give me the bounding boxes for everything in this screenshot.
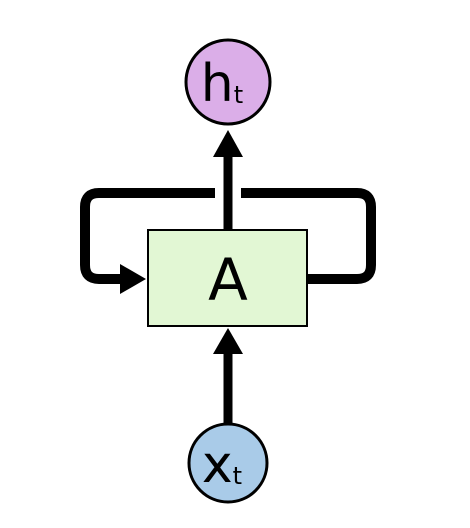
output-label-main: h: [201, 54, 234, 114]
output-arrow: [213, 130, 243, 229]
loop-arrowhead: [120, 264, 146, 294]
input-arrow: [213, 328, 243, 425]
cell-a: A: [147, 229, 308, 327]
loop-left-segment: [80, 188, 215, 284]
output-circle: [184, 38, 272, 126]
output-label: ht: [201, 54, 243, 114]
loop-right-segment: [241, 188, 376, 284]
output-arrowhead: [213, 130, 243, 157]
input-node: xt: [187, 422, 269, 504]
input-label-subscript: t: [233, 462, 242, 490]
input-arrowhead: [213, 328, 243, 354]
input-label-main: x: [202, 435, 233, 495]
input-label: xt: [202, 435, 242, 495]
output-label-subscript: t: [234, 81, 243, 109]
cell-box: [147, 229, 308, 327]
input-circle: [187, 422, 269, 504]
cell-label: A: [208, 246, 248, 314]
output-node: ht: [184, 38, 272, 126]
recurrent-loop: [80, 188, 376, 284]
